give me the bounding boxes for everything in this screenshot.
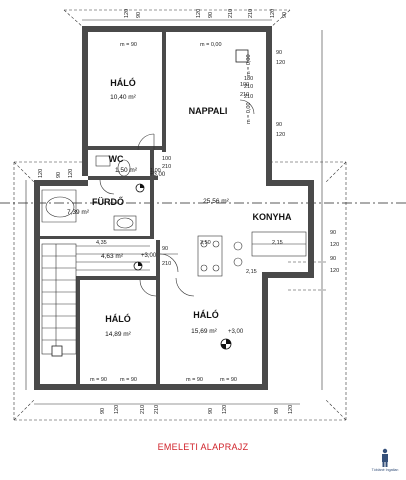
dimension-label: 90 <box>100 408 106 414</box>
dimension-label: 90 <box>330 230 336 236</box>
door-dim: 2,15 <box>272 240 283 246</box>
window-mark: m = 0,00 <box>200 42 222 48</box>
outer-walls <box>34 26 314 390</box>
left-dimension-chain: 90 120 120 <box>25 169 74 390</box>
dimension-label: 90 <box>276 50 282 56</box>
dimension-label: 120 <box>68 169 74 178</box>
dimension-label: 180 <box>244 76 253 82</box>
dimension-label: 210 <box>244 84 253 90</box>
window-mark: m = 90 <box>120 42 137 48</box>
door-dim: 1,00 <box>150 168 161 174</box>
dimension-label: 210 <box>248 9 254 18</box>
logo-text: Tóbiáné Ingatlan <box>371 468 399 472</box>
dimension-label: 120 <box>270 9 276 18</box>
bathroom-fixtures <box>41 155 137 231</box>
dimension-label: 210 <box>154 405 160 414</box>
room-area: 4,63 m² <box>101 253 124 260</box>
plan-title: EMELETI ALAPRAJZ <box>157 442 249 452</box>
window-mark: m = 90 <box>120 377 137 383</box>
window-mark: m = 0,00 <box>246 54 252 76</box>
dimension-label: 90 <box>276 122 282 128</box>
door-dim: 2,15 <box>246 269 257 275</box>
room-name: NAPPALI <box>189 106 228 116</box>
right-dimension-chain: 90 120 90 120 90 120 210 210 180 90 120 <box>244 30 339 390</box>
interior-walls <box>40 32 166 386</box>
door-dim: 210 <box>162 164 171 170</box>
elevation-mark: +3,00 <box>135 172 166 193</box>
vent <box>51 345 63 357</box>
door-dim: 4,35 <box>96 240 107 246</box>
kitchen-fixtures <box>197 231 307 277</box>
logo-figure <box>382 448 388 467</box>
window-mark: m = 0,00 <box>246 102 252 124</box>
dimension-label: 120 <box>124 9 130 18</box>
dimension-label: 90 <box>330 256 336 262</box>
dimension-label: 120 <box>288 405 294 414</box>
elevation-label: +3,00 <box>141 253 157 259</box>
room-area: 7,39 m² <box>67 209 90 216</box>
dimension-label: 210 <box>140 405 146 414</box>
dimension-label: 120 <box>222 405 228 414</box>
dimension-label: 90 <box>208 12 214 18</box>
door-dim: 3,50 <box>200 240 211 246</box>
room-name: FÜRDŐ <box>92 196 124 207</box>
door-dim: 100 <box>240 82 249 88</box>
company-logo: Tóbiáné Ingatlan <box>368 448 402 472</box>
window-mark: m = 90 <box>220 377 237 383</box>
room-area: 10,40 m² <box>110 94 136 101</box>
dimension-label: 120 <box>276 60 285 66</box>
room-area: 14,89 m² <box>105 331 131 338</box>
room-name: HÁLÓ <box>110 77 136 88</box>
bottom-dimension-chain: 90 120 210 210 90 120 90 120 <box>34 403 300 414</box>
dimension-label: 120 <box>196 9 202 18</box>
window-mark: m = 90 <box>90 377 107 383</box>
dimension-label: 210 <box>228 9 234 18</box>
door-dim: 210 <box>162 261 171 267</box>
dimension-label: 90 <box>208 408 214 414</box>
elevation-mark: +3,00 <box>133 253 157 271</box>
room-name: HÁLÓ <box>193 309 219 320</box>
room-area: 1,50 m² <box>115 167 138 174</box>
dimension-label: 210 <box>244 94 253 100</box>
room-area: 15,69 m² <box>191 328 217 335</box>
top-dimension-chain: 120 90 210 210 120 90 120 90 <box>82 9 288 21</box>
chimney <box>235 49 249 63</box>
window-mark: m = 90 <box>186 377 203 383</box>
door-swings <box>99 99 255 297</box>
dimension-label: 120 <box>38 169 44 178</box>
door-dim: 90 <box>162 246 168 252</box>
room-area: 25,56 m² <box>203 198 229 205</box>
door-dim: 210 <box>240 92 249 98</box>
room-name: HÁLÓ <box>105 313 131 324</box>
staircase <box>41 243 150 355</box>
dimension-label: 90 <box>282 12 288 18</box>
elevation-mark: +3,00 <box>220 329 244 350</box>
dimension-label: 90 <box>56 172 62 178</box>
dimension-label: 120 <box>114 405 120 414</box>
roof-outline <box>13 9 347 421</box>
room-name: KONYHA <box>252 212 292 222</box>
dimension-label: 120 <box>330 268 339 274</box>
dimension-label: 120 <box>330 242 339 248</box>
room-name: WC <box>109 154 124 164</box>
door-dim: 100 <box>162 156 171 162</box>
elevation-label: +3,00 <box>150 172 166 178</box>
dimension-label: 90 <box>274 408 280 414</box>
dimension-label: 120 <box>276 132 285 138</box>
dimension-label: 90 <box>136 12 142 18</box>
elevation-label: +3,00 <box>228 329 244 335</box>
